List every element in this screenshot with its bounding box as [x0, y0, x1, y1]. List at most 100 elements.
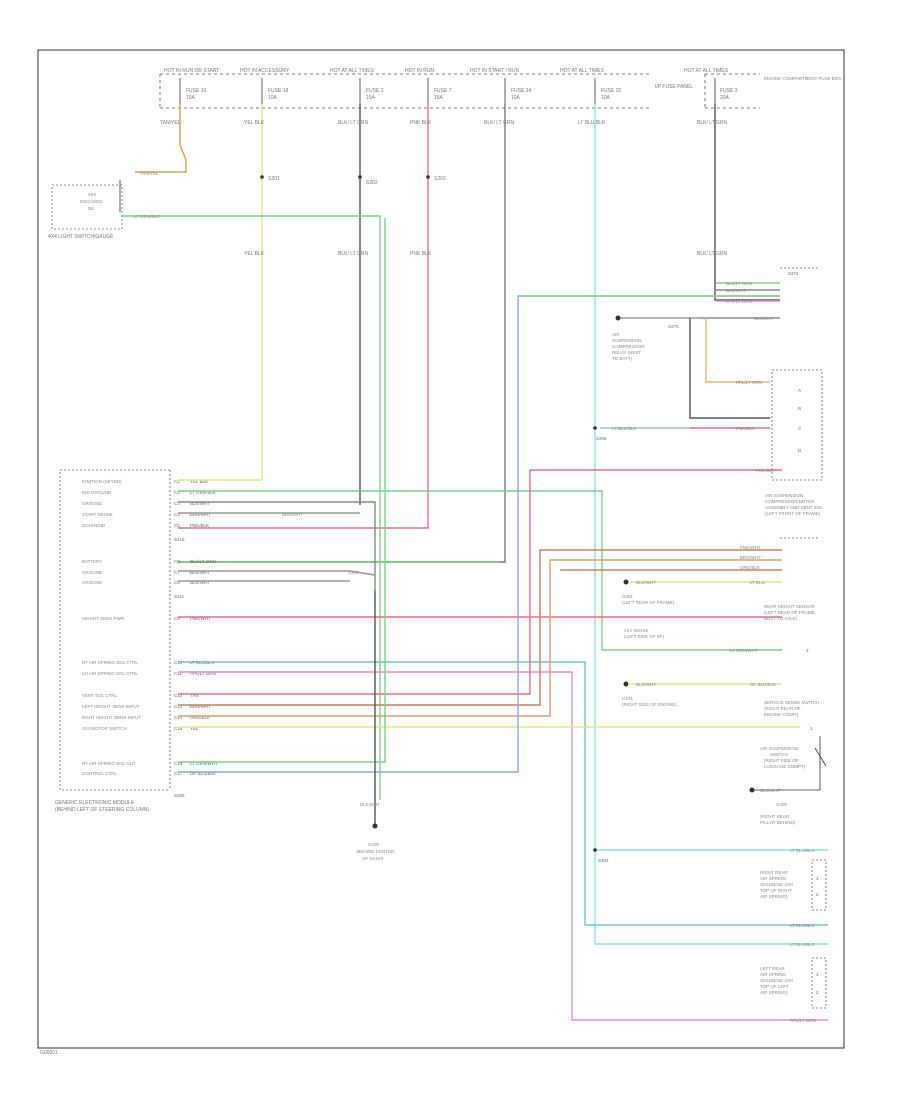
comp-connector — [771, 369, 823, 481]
service-label: SERVICE SENSE SWITCH — [764, 700, 819, 705]
right-feed-label: HOT AT ALL TIMES — [684, 68, 729, 74]
comp-wire-1: BLK/LT GRN — [726, 281, 752, 286]
svg-text:RT AIR SPRING SOL CTRL: RT AIR SPRING SOL CTRL — [82, 660, 138, 665]
fuse-panel-name: I/P FUSE PANEL — [655, 84, 693, 90]
svg-text:C15: C15 — [174, 726, 183, 731]
right-spring-wire1: LT BLU/BLK — [790, 848, 815, 853]
fuse-3-name: FUSE 2 — [366, 88, 384, 94]
svg-text:BLK/LT GRN: BLK/LT GRN — [190, 559, 216, 564]
comp-pin-b: B — [798, 406, 801, 411]
svg-text:PNK/BLK: PNK/BLK — [190, 523, 209, 528]
module-pin-14: RGHT HEIGHT SENS INPUT C14 ORG/BLK — [82, 715, 210, 720]
vent-label3: (RIGHT SIDE OF — [764, 758, 799, 763]
fuse-3-amps: 15A — [366, 95, 376, 101]
module-pin-4: START SENSE C4 BRN/WHT — [82, 512, 211, 517]
module-splice-a: S215 — [174, 537, 185, 542]
module-pin-16: RT AIR SPRING SOL OUT C16 LT GRN/WHT — [82, 761, 218, 766]
rear-ground-dot — [623, 579, 629, 585]
rear-sensor-label: REAR HEIGHT SENSOR — [764, 604, 816, 609]
fuse-1: FUSE 10 10A — [179, 78, 207, 104]
svg-text:4X4 MOTOR SWITCH: 4X4 MOTOR SWITCH — [82, 726, 127, 731]
comp-pin-c: C — [798, 426, 802, 431]
wire-rght-height — [178, 559, 782, 717]
comp-label: AIR SUSPENSION — [765, 493, 803, 498]
compressor: BLK/LT GRN BLK/WHT PPL/LT GRN BLK/WHT AI… — [593, 267, 823, 539]
module-pin-13: LEFT HEIGHT SENS INPUT C13 BRN/WHT — [82, 704, 211, 709]
module-pin-12: VENT SOL CTRL C12 TAN — [82, 693, 199, 698]
wire-label-blk-lgrn: BLK/ LT GRN — [338, 120, 368, 126]
fuse-5-name: FUSE 14 — [511, 88, 532, 94]
comp-wire-2: BLK/WHT — [726, 288, 746, 293]
rear-ground-label2: (LEFT REAR OF FRAME) — [622, 600, 675, 605]
left-spring-wire1: LT BLU/BLK — [790, 942, 815, 947]
comp-label4: (LEFT FRONT OF FRAME) — [765, 511, 821, 516]
service-wire: BLK/WHT — [636, 682, 656, 687]
wire-label-tan-yel: TAN/YEL — [160, 120, 181, 126]
module-pin-11: LH AIR SPRING SOL CTRL C11 PPL/LT GRN — [82, 671, 216, 676]
comp-pin-d: D — [798, 448, 802, 453]
splice-s203: S203 — [434, 176, 446, 182]
sense-label2: (LEFT SIDE OF I/P) — [624, 634, 664, 639]
fuse-3: FUSE 2 15A — [359, 78, 384, 104]
right-spring-pin2: 2 — [816, 892, 819, 897]
fuse-5-amps: 10A — [511, 95, 521, 101]
right-fuse-amps: 20A — [720, 95, 730, 101]
svg-text:IND GROUND: IND GROUND — [82, 490, 112, 495]
fuse-5: FUSE 14 10A — [504, 78, 532, 104]
svg-text:C1: C1 — [174, 479, 180, 484]
ground-center-label2: (BEHIND CENTER — [356, 849, 395, 854]
wire-tan-yel — [135, 104, 187, 173]
splice-s201: S201 — [268, 176, 280, 182]
wire-label-ltblu-blk: LT BLU BLK — [578, 120, 606, 126]
right-spring-label2: AIR SPRING — [760, 876, 787, 881]
gear-switch-label: 4X4 LIGHT SWITCH/GAUGE — [48, 234, 114, 240]
svg-text:C2: C2 — [174, 490, 180, 495]
comp-label2: COMPRESSOR/DRYER — [765, 499, 815, 504]
wire-black-fuse5 — [178, 104, 506, 563]
ground-center-wire: BLK/WHT — [360, 802, 380, 807]
feed-label-6: HOT AT ALL TIMES — [560, 68, 605, 74]
splice-s204: S204 — [348, 570, 359, 575]
splice-s201-dot — [260, 175, 264, 179]
rear-wire-4: LT BLU — [750, 580, 765, 585]
wire-label-pnk-blk-2: PNK BLK — [410, 251, 432, 257]
vent-label2: SWITCH — [770, 752, 788, 757]
svg-text:SOLENOID: SOLENOID — [82, 523, 106, 528]
left-spring: LT BLU/BLK PPL/LT GRN 1 2 LEFT REAR AIR … — [760, 942, 827, 1023]
module-pin-7: GROUND C7 BLK/WHT — [82, 570, 210, 575]
wire-vent-sol — [178, 469, 782, 695]
svg-text:ORG/BLK: ORG/BLK — [190, 715, 210, 720]
left-spring-pin1: 1 — [816, 972, 819, 977]
diagram-frame — [37, 49, 845, 1049]
svg-text:C11: C11 — [174, 671, 182, 676]
fuse-2: FUSE 18 10A — [261, 78, 289, 104]
sense-pin: 3 — [806, 648, 809, 653]
comp-wire-3: PPL/LT GRN — [726, 299, 752, 304]
splice-s202: S202 — [366, 180, 378, 186]
service-sensor: BLK/WHT DK BLU/BLK G101 (RIGHT SIDE OF E… — [622, 681, 819, 717]
fuse-2-name: FUSE 18 — [268, 88, 289, 94]
left-spring-label: LEFT REAR — [760, 966, 785, 971]
fuse-4-amps: 15A — [434, 95, 444, 101]
svg-text:BRN/WHT: BRN/WHT — [190, 512, 211, 517]
svg-text:LT GRN/WHT: LT GRN/WHT — [190, 761, 218, 766]
wire-ltblu-fuse6 — [594, 104, 828, 945]
rear-ground-wire: BLK/WHT — [636, 580, 656, 585]
wire-mod-gnd1 — [178, 501, 376, 590]
module-pin-1: IGNITION (KEYED) C1 YEL BLK — [82, 479, 208, 484]
fuse-4-name: FUSE 7 — [434, 88, 452, 94]
splice-s206-dot — [593, 426, 597, 430]
wire-label-yel-blk-2: YEL BLK — [244, 251, 265, 257]
svg-text:YEL BLK: YEL BLK — [190, 479, 208, 484]
relay-l4: RELAY (NEXT — [612, 350, 641, 355]
vent-g-label3: PILLAR BEHIND) — [760, 820, 796, 825]
wire-left-height — [178, 549, 782, 706]
wire-engine-box — [714, 104, 780, 301]
comp-wire-pink: PNK/BLK — [736, 426, 755, 431]
module-pin-3: GROUND C3 BLK/WHT — [82, 501, 210, 506]
gear-switch-box — [51, 184, 123, 230]
rear-sensor-label2: (LEFT REAR OF FRAME, — [764, 610, 816, 615]
module: GENERIC ELECTRONIC MODULE (BEHIND LEFT O… — [55, 469, 218, 813]
right-spring-pin1: 1 — [816, 876, 819, 881]
